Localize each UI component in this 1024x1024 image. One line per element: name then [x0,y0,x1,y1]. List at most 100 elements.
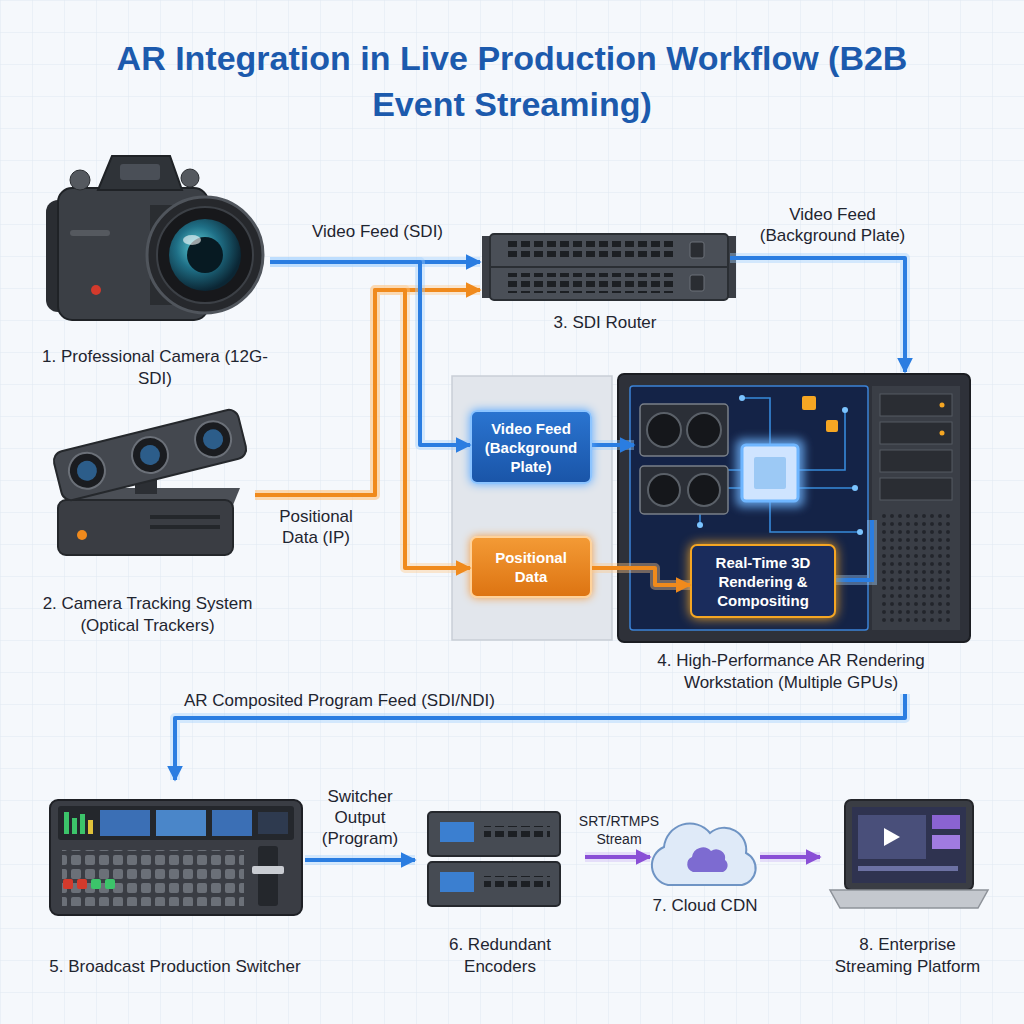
workstation-illustration [940,431,945,436]
camera-illustration [183,235,201,245]
connector [270,262,470,445]
node-text-group: 6. Redundant Encoders [415,934,585,978]
connector-line [585,855,650,859]
camera-illustration [46,156,263,320]
workstation-illustration [630,386,868,630]
device-node: 2. Camera Tracking System (Optical Track… [40,412,255,637]
tracker-illustration [128,433,172,477]
process-box: Real-Time 3D Rendering & Compositing [690,544,836,618]
node-label: Video Feed (Background Plate) [480,419,582,476]
workstation-illustration [830,520,872,580]
workstation-illustration [697,522,703,528]
switcher-illustration [156,810,206,836]
tracker-illustration [150,525,220,529]
switcher-illustration [50,800,302,915]
workstation-illustration [592,443,634,447]
connector-glow [270,257,480,267]
router-illustration [490,266,728,268]
encoder-illustration [484,826,550,840]
tracker-illustration [138,443,162,467]
tracker-illustration [52,408,248,502]
workstation-illustration [592,440,634,450]
switcher-illustration [72,818,77,834]
connector [760,857,820,858]
workstation-illustration [742,445,798,501]
switcher-illustration [80,814,85,834]
cloud-illustration [652,823,756,885]
tracker-illustration [77,530,87,540]
workstation-illustration [739,395,745,401]
laptop-illustration [932,835,960,849]
workstation-illustration [880,394,952,416]
connector-line [255,290,480,495]
connector-glow [255,290,480,495]
connector-label: Switcher Output (Program) [308,786,412,849]
switcher-illustration [252,866,284,874]
camera-illustration [70,230,110,236]
router-illustration [490,234,728,300]
workstation-illustration [618,374,970,642]
camera-illustration [91,285,101,295]
node-label: 1. Professional Camera (12G-SDI) [40,346,270,390]
connector-line [305,858,415,862]
connector-label: SRT/RTMPS Stream [576,812,662,848]
workstation-illustration [880,478,952,500]
connector-glow [305,855,415,865]
workstation-illustration [842,407,848,413]
camera-illustration [70,170,90,190]
laptop-illustration [852,807,966,883]
connector-label: Positional Data (IP) [262,506,370,548]
router-illustration [690,275,704,291]
laptop-illustration [932,815,960,829]
workstation-illustration [802,396,816,410]
workstation-illustration [688,474,720,506]
laptop-illustration [884,828,900,846]
workstation-illustration [880,512,952,622]
workstation-illustration [640,466,728,514]
connector-label: Video Feed (SDI) [285,221,470,242]
connector [305,860,415,861]
workstation-illustration [452,376,612,640]
switcher-illustration [105,879,115,889]
node-text-group: 4. High-Performance AR Rendering Worksta… [612,650,970,694]
connector-glow [592,568,690,585]
connector-glow [730,258,905,372]
switcher-illustration [258,846,278,906]
node-label: Real-Time 3D Rendering & Compositing [700,553,826,610]
workstation-illustration [736,439,804,507]
tracker-illustration [65,449,109,493]
connector-line [760,855,820,859]
laptop-illustration [845,800,973,890]
encoder-illustration [440,872,474,892]
node-label: 6. Redundant Encoders [415,934,585,978]
title-layer: AR Integration in Live Production Workfl… [72,35,952,127]
device-node: 8. Enterprise Streaming Platform [820,795,995,978]
switcher-illustration [50,800,302,915]
router-illustration [482,234,736,300]
tracker-illustration [201,427,225,451]
device-node: 1. Professional Camera (12G-SDI) [40,140,270,390]
switcher-illustration [77,879,87,889]
tracker-illustration [52,408,248,502]
encoder-illustration [428,812,560,856]
node-label: Positional Data [480,548,582,586]
encoder-illustration [428,862,560,906]
workstation-illustration [880,450,952,472]
node-label: 4. High-Performance AR Rendering Worksta… [612,650,970,694]
workstation-illustration [826,420,838,432]
router-illustration [506,240,675,260]
node-text-group: 8. Enterprise Streaming Platform [820,934,995,978]
camera-illustration [157,207,253,303]
connector-group [175,258,905,860]
connector [592,568,690,585]
tracker-illustration [52,408,248,555]
switcher-illustration [100,810,150,836]
encoder-illustration [440,822,474,842]
router-illustration [690,242,704,258]
node-label: 3. SDI Router [480,312,730,334]
switcher-illustration [212,810,252,836]
connector-line [270,262,470,445]
